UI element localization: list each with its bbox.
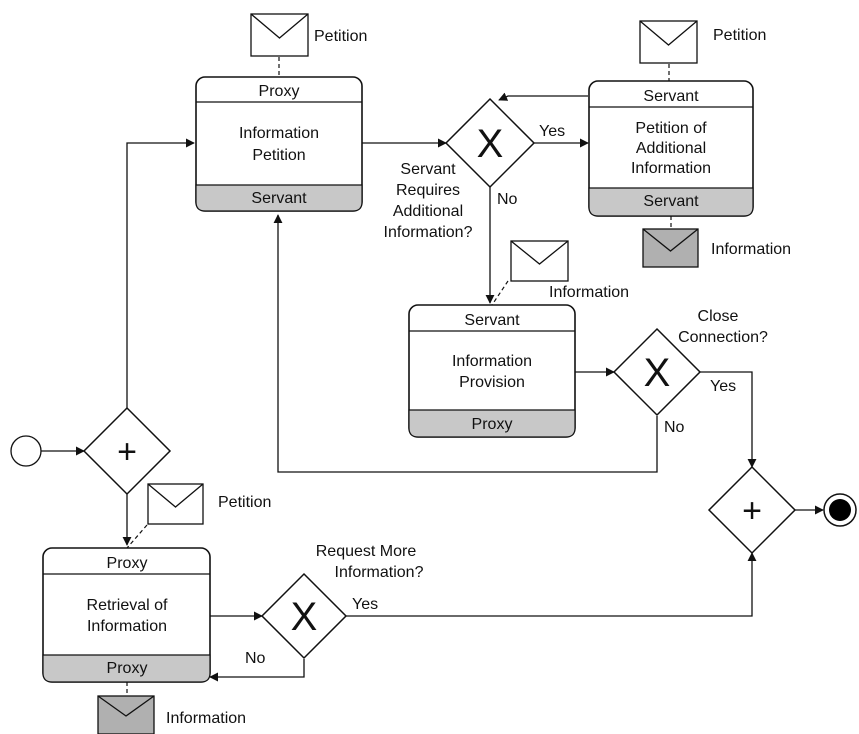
close-connection-gateway: X <box>612 327 702 417</box>
close-connection-question: Close Connection? <box>678 308 768 346</box>
join-gateway: + <box>707 465 797 555</box>
information-message-icon <box>642 216 699 268</box>
task-petition-of-additional-information: Servant Petition of Additional Informati… <box>588 80 754 217</box>
petition-message-icon <box>639 20 698 81</box>
question-line: Close <box>698 308 739 325</box>
information-message-label: Information <box>549 284 629 301</box>
task-title-line: Information <box>452 353 532 370</box>
question-line: Servant <box>400 161 456 178</box>
flow-close-no-back-to-petition <box>273 214 658 473</box>
fork-gateway: + <box>82 406 172 496</box>
question-line: Information? <box>335 564 424 581</box>
petition-message-icon <box>250 13 309 77</box>
petition-message-label: Petition <box>218 494 271 511</box>
information-message-label: Information <box>166 710 246 727</box>
task-title-line: Petition <box>252 147 305 164</box>
task-bottom-role: Servant <box>643 193 699 210</box>
close-connection-no-label: No <box>664 419 685 436</box>
request-more-question: Request More Information? <box>316 543 424 581</box>
fork-gateway-symbol: + <box>117 433 137 471</box>
task-title-line: Additional <box>636 140 706 157</box>
start-event <box>10 435 42 467</box>
flow-fork-to-info-petition <box>126 138 195 408</box>
information-message-label: Information <box>711 241 791 258</box>
requires-additional-yes-label: Yes <box>539 123 565 140</box>
request-more-gateway: X <box>260 572 348 660</box>
task-top-role: Servant <box>643 88 699 105</box>
information-message-icon <box>97 682 155 734</box>
task-information-petition: Proxy Information Petition Servant <box>195 76 363 212</box>
task-bottom-role: Proxy <box>107 660 148 677</box>
petition-message-label: Petition <box>314 28 367 45</box>
question-line: Connection? <box>678 329 768 346</box>
task-title-line: Provision <box>459 374 525 391</box>
request-more-gateway-symbol: X <box>291 595 318 639</box>
task-title-line: Information <box>87 618 167 635</box>
flow-close-yes-to-join <box>700 371 757 468</box>
requires-additional-gateway-symbol: X <box>477 122 504 166</box>
requires-additional-no-label: No <box>497 191 518 208</box>
information-message-icon <box>491 240 569 306</box>
question-line: Requires <box>396 182 460 199</box>
question-line: Information? <box>384 224 473 241</box>
flow-request-no-to-retrieval <box>209 659 305 682</box>
request-more-yes-label: Yes <box>352 596 378 613</box>
task-bottom-role: Proxy <box>472 416 513 433</box>
question-line: Request More <box>316 543 417 560</box>
task-title-line: Retrieval of <box>87 597 168 614</box>
petition-message-icon <box>126 483 204 549</box>
close-connection-gateway-symbol: X <box>644 351 671 395</box>
task-information-provision: Servant Information Provision Proxy <box>408 304 576 438</box>
task-top-role: Servant <box>464 312 520 329</box>
question-line: Additional <box>393 203 463 220</box>
task-title-line: Information <box>239 125 319 142</box>
task-retrieval-of-information: Proxy Retrieval of Information Proxy <box>42 547 211 683</box>
end-event <box>823 493 857 527</box>
requires-additional-question: Servant Requires Additional Information? <box>384 161 473 241</box>
request-more-no-label: No <box>245 650 266 667</box>
flow-additional-back-to-gateway <box>498 92 588 101</box>
task-top-role: Proxy <box>259 83 300 100</box>
task-title-line: Information <box>631 160 711 177</box>
close-connection-yes-label: Yes <box>710 378 736 395</box>
sequence-flows <box>41 92 824 682</box>
task-top-role: Proxy <box>107 555 148 572</box>
petition-message-label: Petition <box>713 27 766 44</box>
task-bottom-role: Servant <box>251 190 307 207</box>
requires-additional-gateway: X <box>444 97 536 189</box>
flow-request-yes-to-join <box>346 552 757 617</box>
task-title-line: Petition of <box>635 120 707 137</box>
join-gateway-symbol: + <box>742 492 762 530</box>
